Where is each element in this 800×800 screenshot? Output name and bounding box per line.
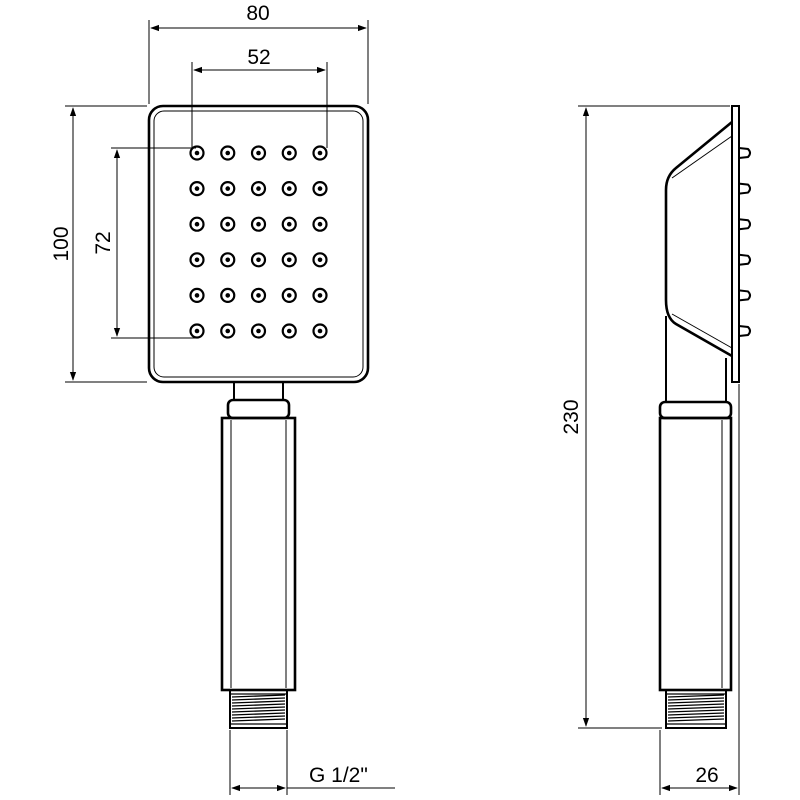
side-nozzle: [738, 289, 751, 302]
thread-connector-front: [229, 689, 288, 729]
nozzle: [189, 216, 205, 232]
side-handle-body: [658, 416, 733, 692]
side-neck: [665, 316, 727, 402]
dimension-label-thread: G 1/2": [309, 764, 368, 787]
dimension-depth-26: 26: [659, 384, 740, 795]
nozzle: [312, 216, 328, 232]
side-nozzle: [738, 253, 751, 266]
nozzle: [220, 181, 236, 197]
shower-head-face-inner: [153, 110, 364, 378]
side-handle-collar: [658, 400, 733, 420]
head-wedge-inner-top: [671, 135, 733, 179]
nozzle: [281, 145, 297, 161]
nozzle: [281, 181, 297, 197]
nozzle: [250, 287, 267, 303]
nozzle: [312, 287, 328, 303]
nozzle: [220, 145, 236, 161]
dimension-height-100: 100: [50, 105, 147, 383]
nozzle: [220, 323, 236, 339]
face-plate: [731, 105, 740, 383]
side-nozzle: [738, 147, 751, 159]
shower-head-front: [147, 104, 370, 384]
nozzle: [220, 287, 236, 303]
nozzle: [312, 145, 328, 161]
dimension-label-72: 72: [92, 231, 115, 254]
side-nozzles: [738, 147, 751, 337]
side-nozzle: [738, 325, 751, 337]
nozzle: [250, 216, 267, 232]
nozzle: [312, 252, 328, 268]
dimension-label-80: 80: [246, 2, 269, 25]
handle-collar: [226, 398, 291, 420]
dimension-label-52: 52: [247, 46, 270, 69]
nozzle: [312, 323, 328, 339]
dimension-nozzle-spacing-72: 72: [92, 147, 196, 339]
nozzle: [281, 323, 297, 339]
nozzle: [250, 181, 267, 197]
nozzle: [189, 287, 205, 303]
dimension-label-230: 230: [560, 399, 583, 434]
front-view: 80 52 100 72 G 1/2": [50, 2, 395, 795]
nozzle: [250, 252, 267, 268]
nozzle: [281, 287, 297, 303]
head-wedge-inner-bottom: [671, 313, 733, 349]
dimension-label-26: 26: [695, 764, 718, 787]
nozzle-grid: [189, 145, 328, 339]
nozzle: [250, 323, 267, 339]
nozzle: [250, 145, 267, 161]
dimension-nozzle-spacing-52: 52: [191, 46, 328, 148]
dimension-width-80: 80: [148, 2, 369, 104]
dimension-length-230: 230: [560, 105, 730, 729]
nozzle: [189, 252, 205, 268]
nozzle: [281, 216, 297, 232]
nozzle: [189, 323, 205, 339]
dimension-label-100: 100: [50, 226, 73, 261]
thread-connector-side: [665, 689, 727, 729]
nozzle: [312, 181, 328, 197]
neck: [233, 382, 284, 400]
handle-body: [220, 416, 297, 692]
nozzle: [281, 252, 297, 268]
nozzle: [189, 181, 205, 197]
nozzle: [220, 252, 236, 268]
nozzle: [220, 216, 236, 232]
side-view: 230 26: [560, 105, 751, 795]
shower-head-side: [664, 120, 733, 358]
side-nozzle: [738, 218, 751, 231]
nozzle: [189, 145, 205, 161]
side-nozzle: [738, 182, 751, 195]
dimension-thread: G 1/2": [229, 730, 395, 795]
